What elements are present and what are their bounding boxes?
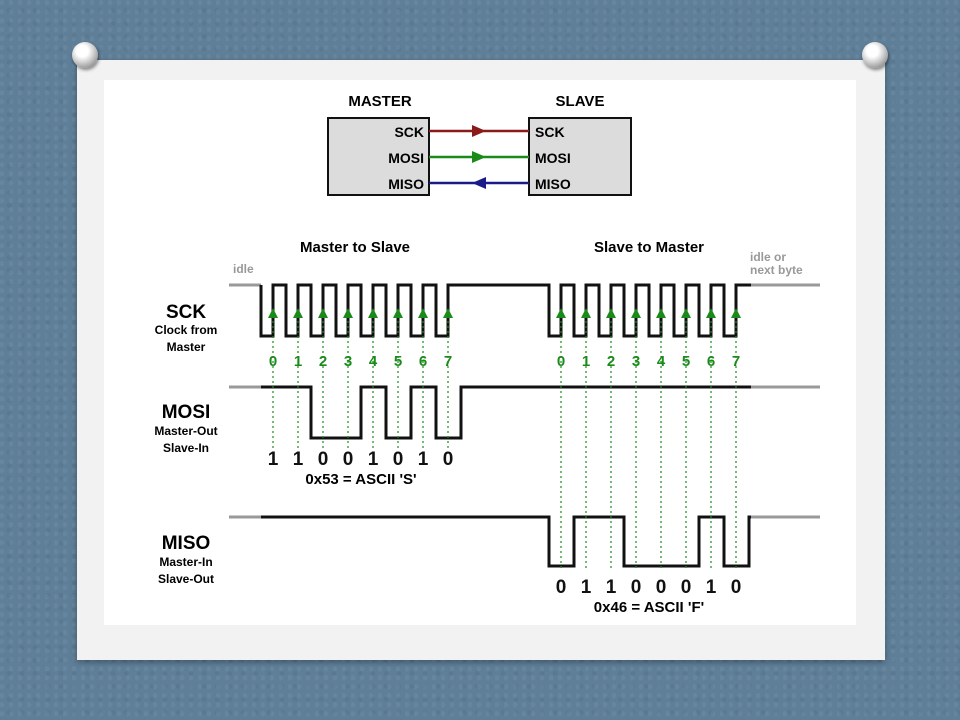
idle-label: idle [233,262,254,276]
miso-waveform [261,515,751,568]
mosi-arrow-icon [472,151,486,163]
clock-edge-arrow-icon [293,308,303,318]
mosi-signal-desc-2: Slave-In [163,441,209,455]
mosi-bit-value: 0 [443,449,454,470]
bit-index-label: 3 [632,353,640,370]
slave-box [528,117,632,196]
bit-index-label: 3 [344,353,352,370]
section-slave-to-master: Slave to Master [594,239,704,256]
master-miso-pin: MISO [388,176,424,192]
bit-index-label: 2 [319,353,327,370]
miso-bit-value: 0 [731,577,742,598]
clock-edge-arrow-icon [418,308,428,318]
sck-signal-name: SCK [166,302,206,323]
mosi-signal-desc-1: Master-Out [154,424,217,438]
sck-signal-desc-1: Clock from [155,323,218,337]
bit-index-label: 7 [732,353,740,370]
mosi-bit-value: 0 [343,449,354,470]
bit-index-label: 0 [269,353,277,370]
clock-guides [268,308,741,570]
mosi-signal-name: MOSI [162,402,211,423]
mosi-bit-value: 0 [318,449,329,470]
clock-edge-arrow-icon [318,308,328,318]
slave-label: SLAVE [556,93,605,110]
clock-edge-arrow-icon [656,308,666,318]
idle-next-label-1: idle or [750,250,786,264]
bit-index-label: 0 [557,353,565,370]
clock-edge-arrow-icon [556,308,566,318]
mosi-bit-value: 1 [368,449,379,470]
mosi-bit-value: 0 [393,449,404,470]
miso-arrow-icon [472,177,486,189]
bit-index-label: 1 [582,353,590,370]
miso-bit-value: 1 [606,577,617,598]
sck-waveform [259,283,751,338]
diagram-panel [104,80,856,625]
idle-next-label-2: next byte [750,263,803,277]
mosi-bit-value: 1 [293,449,304,470]
bit-index-label: 6 [707,353,715,370]
section-master-to-slave: Master to Slave [300,239,410,256]
miso-bit-value: 0 [656,577,667,598]
mosi-caption: 0x53 = ASCII 'S' [305,471,416,488]
bit-index-label: 4 [369,353,378,370]
sck-arrow-icon [472,125,486,137]
mosi-bit-value: 1 [418,449,429,470]
bit-index-label: 5 [394,353,402,370]
clock-edge-arrow-icon [443,308,453,318]
miso-bit-value: 1 [706,577,717,598]
miso-signal-desc-2: Slave-Out [158,572,214,586]
master-box [327,117,430,196]
clock-edge-arrow-icon [268,308,278,318]
clock-edge-arrow-icon [368,308,378,318]
slave-miso-pin: MISO [535,176,571,192]
miso-bit-value: 0 [631,577,642,598]
sck-signal-desc-2: Master [167,340,206,354]
bit-index-label: 6 [419,353,427,370]
miso-bit-value: 0 [556,577,567,598]
bit-index-label: 2 [607,353,615,370]
bit-index-label: 5 [682,353,690,370]
master-mosi-pin: MOSI [388,150,424,166]
clock-edge-arrow-icon [343,308,353,318]
bit-index-label: 1 [294,353,302,370]
mosi-waveform [261,385,751,440]
clock-edge-arrow-icon [706,308,716,318]
miso-signal-desc-1: Master-In [159,555,212,569]
miso-caption: 0x46 = ASCII 'F' [594,599,704,616]
master-sck-pin: SCK [394,124,424,140]
clock-edge-arrow-icon [681,308,691,318]
pushpin-icon [72,42,98,68]
miso-bit-value: 1 [581,577,592,598]
clock-edge-arrow-icon [606,308,616,318]
miso-signal-name: MISO [162,533,211,554]
master-label: MASTER [348,93,412,110]
clock-edge-arrow-icon [631,308,641,318]
mosi-bit-value: 1 [268,449,279,470]
clock-edge-arrow-icon [393,308,403,318]
clock-edge-arrow-icon [581,308,591,318]
slide [77,60,885,660]
clock-edge-arrow-icon [731,308,741,318]
slave-sck-pin: SCK [535,124,565,140]
pushpin-icon [862,42,888,68]
slave-mosi-pin: MOSI [535,150,571,166]
bit-index-label: 7 [444,353,452,370]
bit-index-label: 4 [657,353,666,370]
miso-bit-value: 0 [681,577,692,598]
